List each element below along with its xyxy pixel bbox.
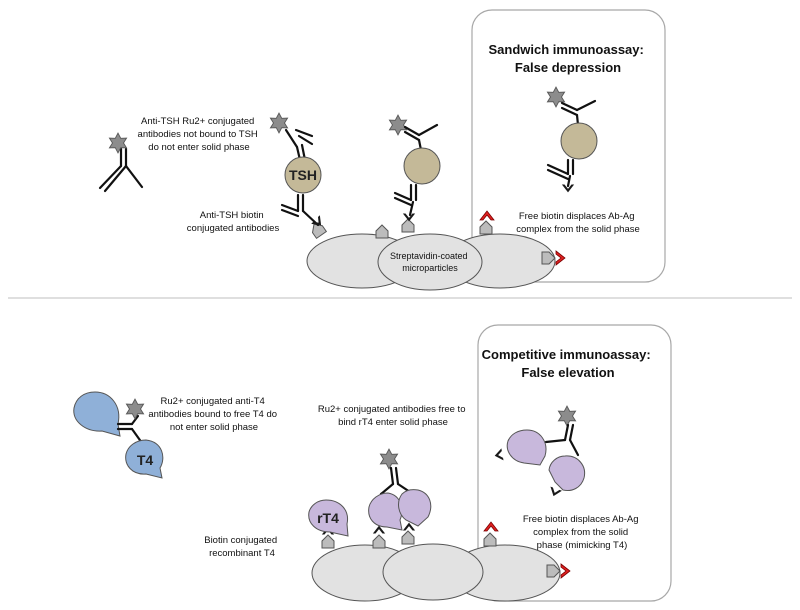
tsh-sandwich-complex: TSH: [269, 112, 326, 230]
microparticle-center: [377, 233, 483, 291]
ru-antibody-bound-rt4: [368, 448, 432, 531]
t4-label: T4: [137, 452, 154, 468]
biotin-antibody-label: Anti-TSH biotin conjugated antibodies: [187, 210, 280, 234]
streptavidin-pocket: [321, 534, 335, 549]
t4-droplet: [125, 439, 164, 479]
displaced-tsh-complex: [546, 86, 598, 193]
streptavidin-pocket: [375, 224, 389, 239]
competitive-box-title: Competitive immunoassay: False elevation: [482, 347, 655, 380]
tsh-antigen: [403, 147, 441, 185]
bottom-free-biotin-label: Free biotin displaces Ab-Ag complex from…: [523, 514, 641, 551]
rt4-droplet: [308, 499, 349, 537]
bottom-panel: Competitive immunoassay: False elevation: [73, 324, 672, 602]
tsh-antigen: [284, 156, 322, 194]
rt4-droplet: [398, 489, 432, 527]
bound-free-t4-label: Ru2+ conjugated anti-T4 antibodies bound…: [148, 396, 279, 433]
sandwich-result-box: [471, 9, 666, 283]
biotin-rt4-label: Biotin conjugated recombinant T4: [204, 535, 280, 559]
streptavidin-pocket: [479, 220, 493, 235]
rt4-droplet: [368, 492, 403, 531]
rt4-droplet: [548, 455, 586, 491]
microparticle-center: [382, 543, 484, 601]
streptavidin-pocket: [372, 534, 386, 549]
biotin-icon: [547, 486, 562, 499]
competitive-result-box: [477, 324, 672, 602]
streptavidin-pocket: [483, 532, 497, 547]
unbound-ru-antibody: [98, 147, 144, 193]
displaced-rt4-complex: [493, 405, 586, 499]
rt4-droplet: [506, 429, 547, 466]
tsh-label: TSH: [289, 167, 317, 183]
t4-droplet: [73, 391, 121, 437]
rt4-label: rT4: [317, 510, 339, 526]
unbound-antibody-label: Anti-TSH Ru2+ conjugated antibodies not …: [138, 116, 261, 153]
tsh-antigen: [560, 122, 598, 160]
streptavidin-pocket: [401, 218, 415, 233]
sandwich-box-title: Sandwich immunoassay: False depression: [489, 42, 648, 75]
ruthenium-label-icon: [108, 132, 128, 154]
ruthenium-label-icon: [125, 398, 145, 420]
streptavidin-pocket: [401, 530, 415, 545]
ruthenium-label-icon: [379, 448, 399, 470]
free-t4-complex: T4: [73, 391, 164, 479]
free-biotin-icon: [560, 563, 571, 579]
free-biotin-icon: [555, 250, 566, 266]
ruthenium-label-icon: [557, 405, 577, 427]
free-biotin-icon: [479, 210, 495, 221]
top-free-biotin-label: Free biotin displaces Ab-Ag complex from…: [516, 211, 640, 235]
microparticles-label: Streptavidin-coated microparticles: [390, 251, 470, 273]
biotin-icon: [493, 448, 504, 462]
tsh-sandwich-complex-2: [388, 114, 441, 222]
top-panel: Sandwich immunoassay: False depression S…: [98, 9, 666, 291]
free-biotin-icon: [483, 521, 499, 532]
free-antibody-label: Ru2+ conjugated antibodies free to bind …: [318, 404, 468, 428]
